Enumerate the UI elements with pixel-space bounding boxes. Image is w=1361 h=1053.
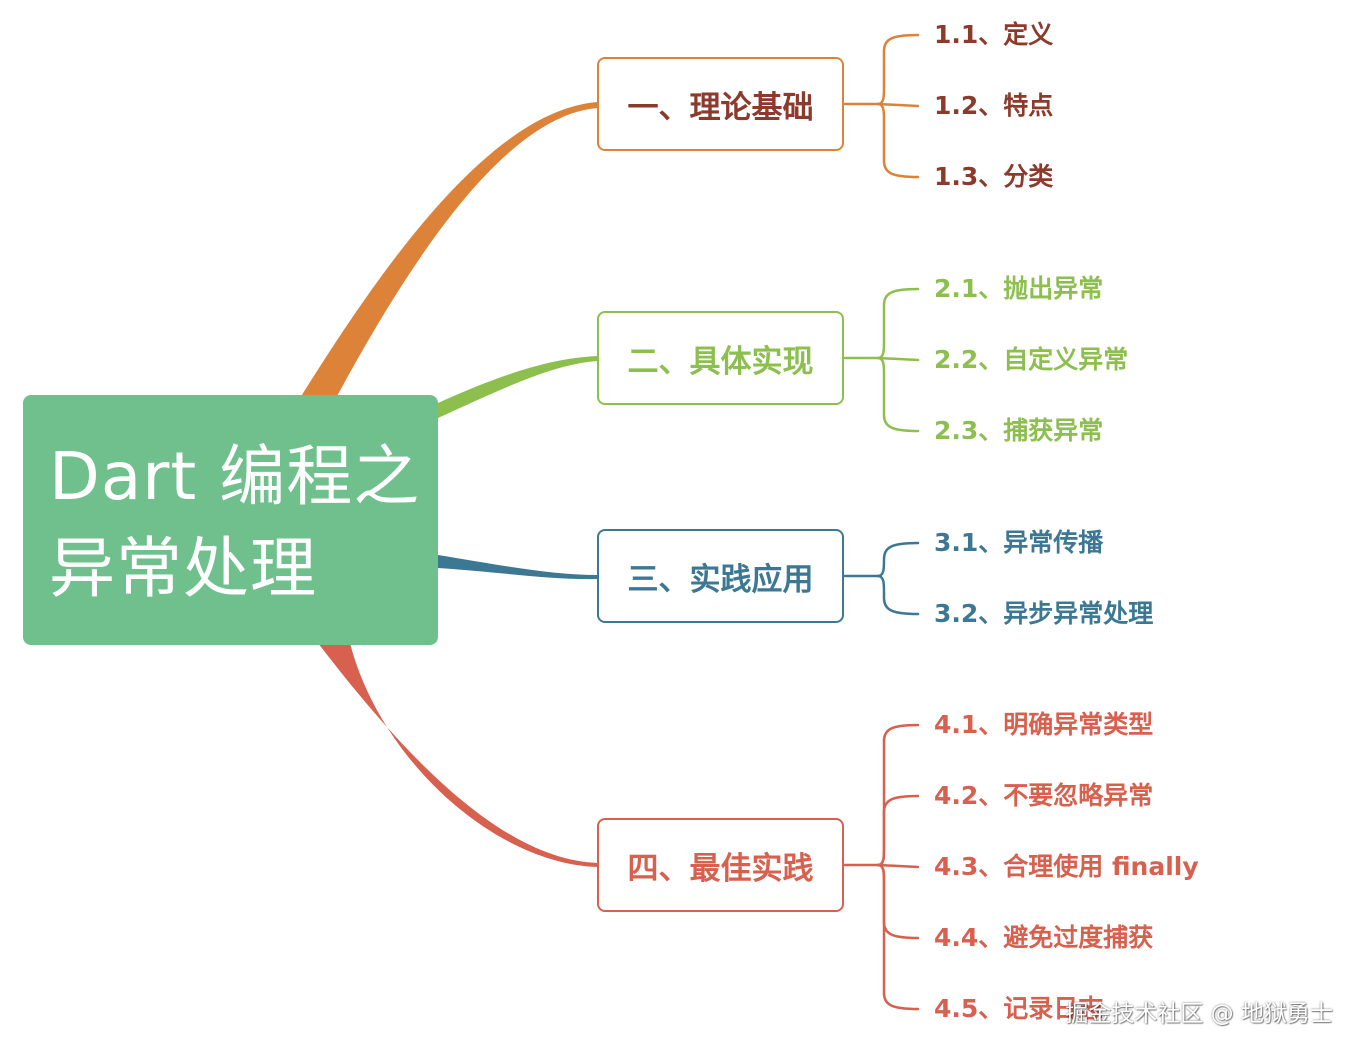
branch-practice[interactable]: 三、实践应用 xyxy=(597,529,844,623)
root-link-implementation xyxy=(438,356,598,418)
branch-implementation[interactable]: 二、具体实现 xyxy=(597,311,844,405)
watermark-text: 掘金技术社区 @ 地狱勇士 xyxy=(1065,1001,1333,1027)
branch-best-practices-label: 四、最佳实践 xyxy=(627,850,814,887)
branch-implementation-label: 二、具体实现 xyxy=(627,343,814,380)
leaf-4-2[interactable]: 4.2、不要忽略异常 xyxy=(934,781,1154,810)
root-link-best-practices xyxy=(318,643,598,867)
leaf-bracket-practice xyxy=(843,541,920,616)
leaf-2-2[interactable]: 2.2、自定义异常 xyxy=(934,345,1129,374)
leaf-1-1[interactable]: 1.1、定义 xyxy=(934,20,1054,49)
root-link-practice xyxy=(438,555,598,580)
leaf-3-2[interactable]: 3.2、异步异常处理 xyxy=(934,599,1154,628)
leaf-4-1[interactable]: 4.1、明确异常类型 xyxy=(934,710,1154,739)
leaf-bracket-implementation xyxy=(843,287,920,433)
leaf-bracket-theory-basics xyxy=(843,33,920,179)
root-topic-line-2: 异常处理 xyxy=(49,530,317,607)
branch-best-practices[interactable]: 四、最佳实践 xyxy=(597,818,844,912)
branch-theory-basics-label: 一、理论基础 xyxy=(627,89,814,126)
leaf-2-1[interactable]: 2.1、抛出异常 xyxy=(934,274,1104,303)
leaf-2-3[interactable]: 2.3、捕获异常 xyxy=(934,416,1104,445)
leaf-4-4[interactable]: 4.4、避免过度捕获 xyxy=(934,923,1154,952)
root-link-theory-basics xyxy=(300,102,598,398)
leaf-1-3[interactable]: 1.3、分类 xyxy=(934,162,1054,191)
root-topic[interactable]: Dart 编程之 异常处理 xyxy=(23,395,438,645)
leaf-bracket-best-practices xyxy=(843,723,920,1011)
leaf-4-3[interactable]: 4.3、合理使用 finally xyxy=(934,852,1199,881)
branch-theory-basics[interactable]: 一、理论基础 xyxy=(597,57,844,151)
branch-practice-label: 三、实践应用 xyxy=(627,561,814,598)
leaf-3-1[interactable]: 3.1、异常传播 xyxy=(934,528,1104,557)
leaf-4-5[interactable]: 4.5、记录日志 xyxy=(934,994,1104,1023)
leaf-1-2[interactable]: 1.2、特点 xyxy=(934,91,1054,120)
root-topic-line-1: Dart 编程之 xyxy=(49,438,421,515)
